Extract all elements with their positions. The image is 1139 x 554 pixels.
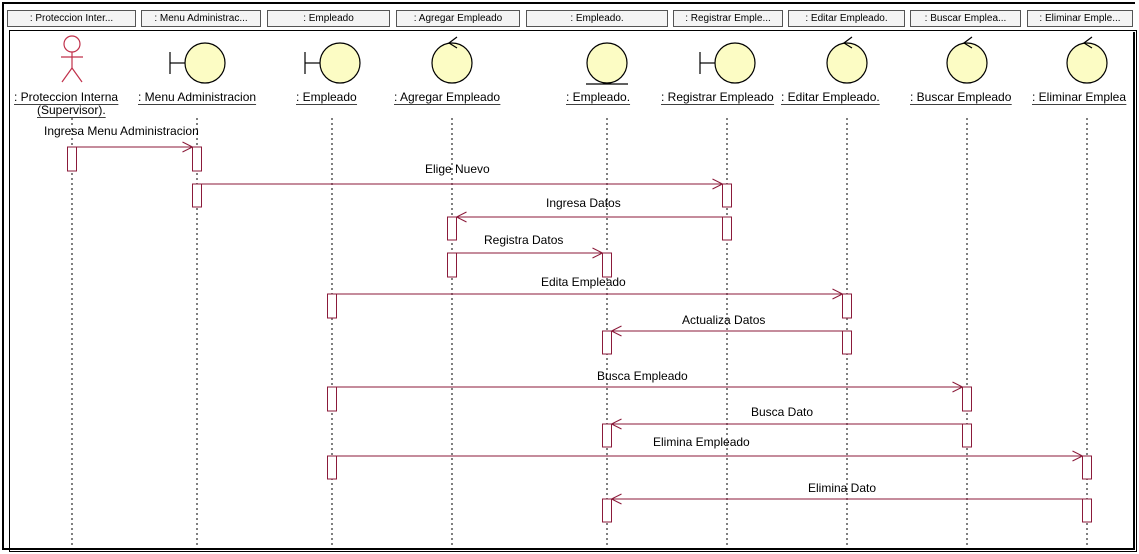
message-arrow — [610, 493, 1083, 505]
lifeline-label-agregar: : Agregar Empleado — [394, 90, 500, 104]
message-arrow — [336, 288, 844, 300]
activation-editar — [842, 293, 852, 319]
boundary-icon — [699, 42, 756, 84]
lifeline-label-proteccion: : Proteccion Interna — [14, 90, 118, 104]
message-label-elimina-dato: Elimina Dato — [808, 481, 876, 495]
message-label-elige-nuevo: Elige Nuevo — [425, 162, 490, 176]
control-icon — [826, 36, 868, 84]
activation-empleado2 — [602, 498, 612, 523]
activation-empleado2 — [602, 423, 612, 448]
activation-buscar — [962, 423, 972, 448]
header-tab-agregar-empleado[interactable]: : Agregar Empleado — [396, 10, 520, 27]
message-arrow — [610, 418, 963, 430]
header-tab-registrar-empleado[interactable]: : Registrar Emple... — [673, 10, 783, 27]
activation-eliminar — [1082, 498, 1092, 523]
activation-menu — [192, 146, 202, 172]
lifeline-label-eliminar: : Eliminar Emplea — [1032, 90, 1126, 104]
control-icon — [431, 36, 473, 84]
control-icon — [946, 36, 988, 84]
lifeline-labels: : Proteccion Interna (Supervisor). : Men… — [14, 90, 1127, 118]
activation-bars — [67, 146, 1092, 523]
boundary-icon — [304, 42, 361, 84]
activation-eliminar — [1082, 455, 1092, 480]
actor-icon — [61, 35, 83, 83]
lifeline-label-proteccion-role: (Supervisor). — [37, 103, 106, 117]
lifeline-label-empleado: : Empleado — [296, 90, 357, 104]
message-label-busca-dato: Busca Dato — [751, 405, 813, 419]
header-tab-empleado[interactable]: : Empleado — [267, 10, 390, 27]
activation-registrar — [722, 216, 732, 241]
activation-menu — [192, 183, 202, 208]
diagram-canvas-border — [9, 30, 1137, 552]
lifeline-label-buscar: : Buscar Empleado — [910, 90, 1012, 104]
message-arrow — [336, 381, 964, 393]
lifeline-header-bar: : Proteccion Inter... : Menu Administrac… — [4, 4, 1135, 32]
message-label-ingresa-datos: Ingresa Datos — [546, 196, 621, 210]
entity-icon — [586, 42, 628, 85]
activation-buscar — [962, 386, 972, 412]
lifeline-label-registrar: : Registrar Empleado — [661, 90, 774, 104]
message-arrow — [455, 211, 723, 223]
message-labels: Ingresa Menu Administracion Elige Nuevo … — [44, 124, 876, 495]
control-icon — [1066, 36, 1108, 84]
message-arrow — [336, 450, 1084, 462]
activation-empleado — [327, 293, 337, 319]
message-label-actualiza-datos: Actualiza Datos — [682, 313, 765, 327]
message-arrow — [76, 141, 194, 153]
message-arrow — [201, 178, 724, 190]
activation-registrar — [722, 183, 732, 208]
lifeline-icons — [61, 35, 1108, 85]
header-tab-buscar-empleado[interactable]: : Buscar Emplea... — [910, 10, 1021, 27]
message-label-registra-datos: Registra Datos — [484, 233, 563, 247]
activation-proteccion — [67, 146, 77, 172]
header-tab-editar-empleado[interactable]: : Editar Empleado. — [788, 10, 905, 27]
header-tab-empleado-entity[interactable]: : Empleado. — [526, 10, 668, 27]
boundary-icon — [169, 42, 226, 84]
messages — [76, 141, 1084, 505]
lifeline-label-editar: : Editar Empleado. — [781, 90, 880, 104]
message-label-elimina-empleado: Elimina Empleado — [653, 435, 750, 449]
activation-agregar — [447, 252, 457, 278]
header-tab-menu-administracion[interactable]: : Menu Administrac... — [141, 10, 261, 27]
lifeline-label-menu: : Menu Administracion — [138, 90, 256, 104]
activation-empleado2 — [602, 330, 612, 355]
header-tab-eliminar-empleado[interactable]: : Eliminar Emple... — [1027, 10, 1133, 27]
lifeline-label-empleado-entity: : Empleado. — [566, 90, 630, 104]
activation-editar — [842, 330, 852, 355]
message-label-busca-empleado: Busca Empleado — [597, 369, 688, 383]
header-tab-proteccion[interactable]: : Proteccion Inter... — [7, 10, 136, 27]
activation-agregar — [447, 216, 457, 241]
message-arrow — [610, 325, 843, 337]
activation-empleado — [327, 386, 337, 412]
message-label-ingresa-menu: Ingresa Menu Administracion — [44, 124, 199, 138]
activation-empleado2 — [602, 252, 612, 278]
activation-empleado — [327, 455, 337, 480]
lifeline-dashes — [71, 118, 1088, 551]
message-label-edita-empleado: Edita Empleado — [541, 275, 626, 289]
message-arrow — [456, 247, 604, 259]
